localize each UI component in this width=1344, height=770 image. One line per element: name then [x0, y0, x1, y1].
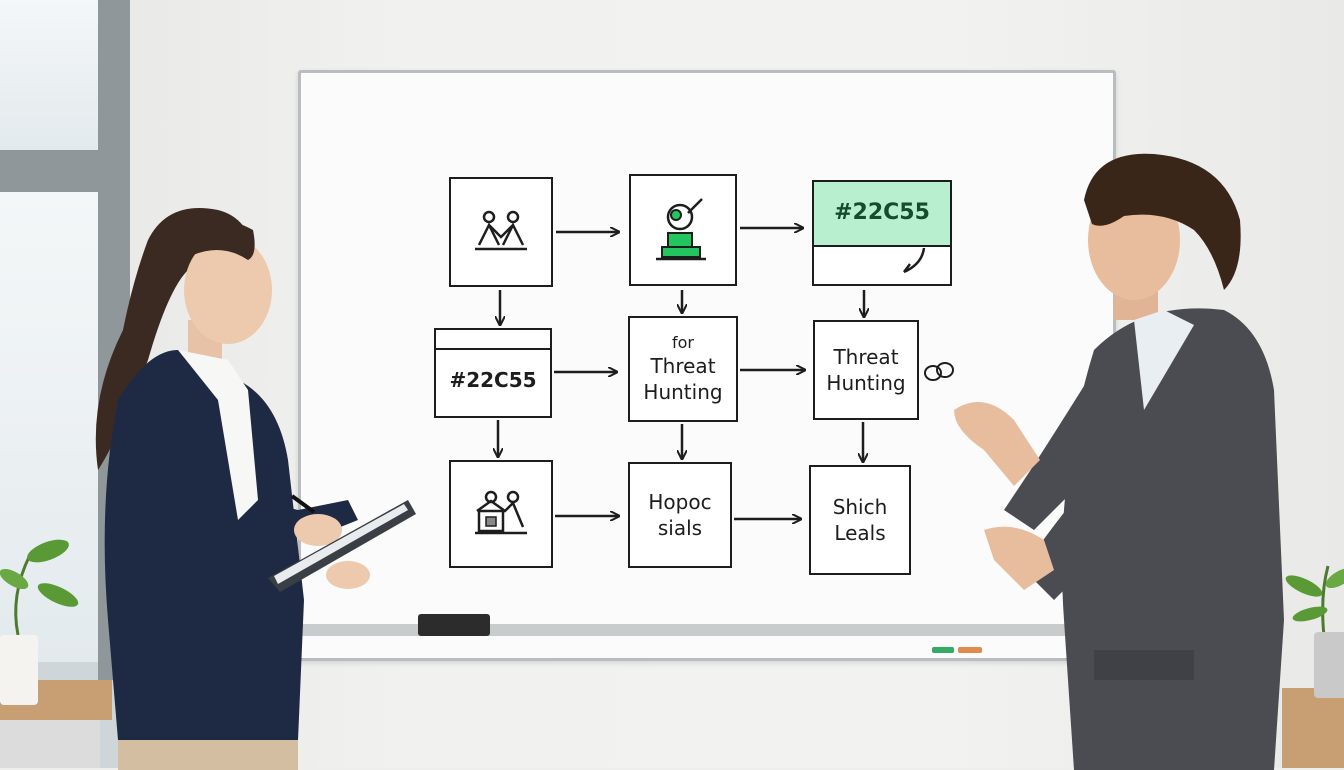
- marker-green: [932, 647, 954, 653]
- plant-right: [1285, 565, 1344, 698]
- link-icon: [924, 362, 954, 381]
- node-building-icon: [449, 460, 553, 568]
- eraser: [418, 614, 490, 636]
- plant-left: [0, 539, 79, 705]
- whiteboard-tray: [302, 624, 1072, 636]
- marker-orange: [958, 647, 982, 653]
- man-in-suit: [954, 153, 1284, 770]
- node-analyst-icon: [629, 174, 737, 286]
- building-people-icon: [475, 490, 527, 535]
- node-title: Shich Leals: [832, 495, 888, 545]
- node-hex-card: #22C55: [812, 180, 952, 286]
- radiator: [0, 720, 100, 768]
- woman-with-clipboard: [95, 208, 416, 770]
- node-people-icon: [449, 177, 553, 287]
- node-hex-box: #22C55: [434, 328, 552, 418]
- side-desk: [1282, 688, 1344, 768]
- hex-label-mid: #22C55: [449, 368, 537, 392]
- node-hopoc-sials: Hopoc sials: [628, 462, 732, 568]
- people-icon: [475, 210, 527, 251]
- node-for-threat-hunting: for Threat Hunting: [628, 316, 738, 422]
- node-shich-leals: Shich Leals: [809, 465, 911, 575]
- node-title: Hopoc sials: [648, 490, 712, 540]
- hex-label-top: #22C55: [834, 200, 930, 226]
- node-title: Threat Hunting: [826, 345, 906, 395]
- node-subtitle: for: [672, 332, 694, 352]
- node-threat-hunting: Threat Hunting: [813, 320, 919, 420]
- node-title: Threat Hunting: [643, 354, 723, 405]
- analyst-icon: [656, 198, 706, 261]
- page-curl-icon: [903, 247, 926, 274]
- highlight-band: #22C55: [814, 182, 950, 248]
